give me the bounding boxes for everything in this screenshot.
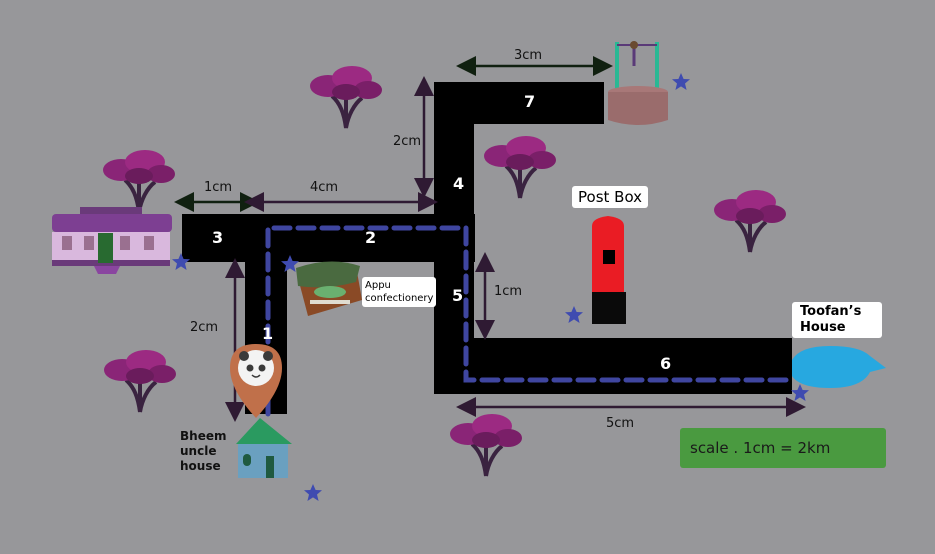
shop-icon [296, 261, 362, 316]
road-label-7: 7 [524, 92, 536, 111]
measure-2cm-road1: 2cm [190, 320, 219, 335]
tree-icon [102, 348, 178, 414]
post-box-icon [592, 216, 626, 324]
route-path [265, 225, 793, 417]
purple-house-icon [52, 207, 172, 274]
bheem-house-icon [236, 418, 292, 478]
measure-1cm-road5: 1cm [494, 284, 523, 299]
bheem-label-line3: house [180, 459, 221, 473]
road-label-1: 1 [262, 324, 274, 343]
star-icon [672, 73, 690, 90]
toofan-house-label: Toofan’s House [792, 302, 882, 338]
scale-legend: scale . 1cm = 2km [680, 428, 886, 468]
tree-icon [101, 148, 177, 214]
star-icon [304, 484, 322, 501]
tree-icon [482, 134, 558, 200]
location-pin-icon [230, 344, 282, 418]
bheem-label-line1: Bheem [180, 429, 227, 443]
bheem-house-label: Bheem uncle house [180, 429, 226, 474]
toofan-label-line1: Toofan’s [800, 304, 862, 319]
measure-3cm: 3cm [514, 48, 543, 63]
road-label-3: 3 [212, 228, 224, 247]
appu-label-line2: confectionery [365, 293, 434, 304]
pond-icon [792, 346, 886, 388]
tree-icon [308, 64, 384, 130]
road-label-4: 4 [453, 174, 465, 193]
measure-1cm-left: 1cm [204, 180, 233, 195]
star-icon [565, 306, 583, 323]
post-box-label: Post Box [572, 186, 649, 208]
tree-icon [448, 412, 524, 478]
toofan-label-line2: House [800, 320, 846, 335]
measure-2cm-road4: 2cm [393, 134, 422, 149]
well-icon [608, 41, 668, 125]
road-label-6: 6 [660, 354, 672, 373]
road-label-2: 2 [365, 228, 377, 247]
road-label-5: 5 [452, 286, 464, 305]
appu-label-line1: Appu [365, 280, 391, 291]
appu-confectionery-label: Appu confectionery [362, 277, 437, 307]
tree-icon [712, 188, 788, 254]
star-icon [791, 384, 809, 401]
road-6 [434, 338, 792, 394]
bheem-label-line2: uncle [180, 444, 217, 458]
measure-4cm: 4cm [310, 180, 339, 195]
measure-5cm: 5cm [606, 416, 635, 431]
road-7 [434, 82, 604, 124]
